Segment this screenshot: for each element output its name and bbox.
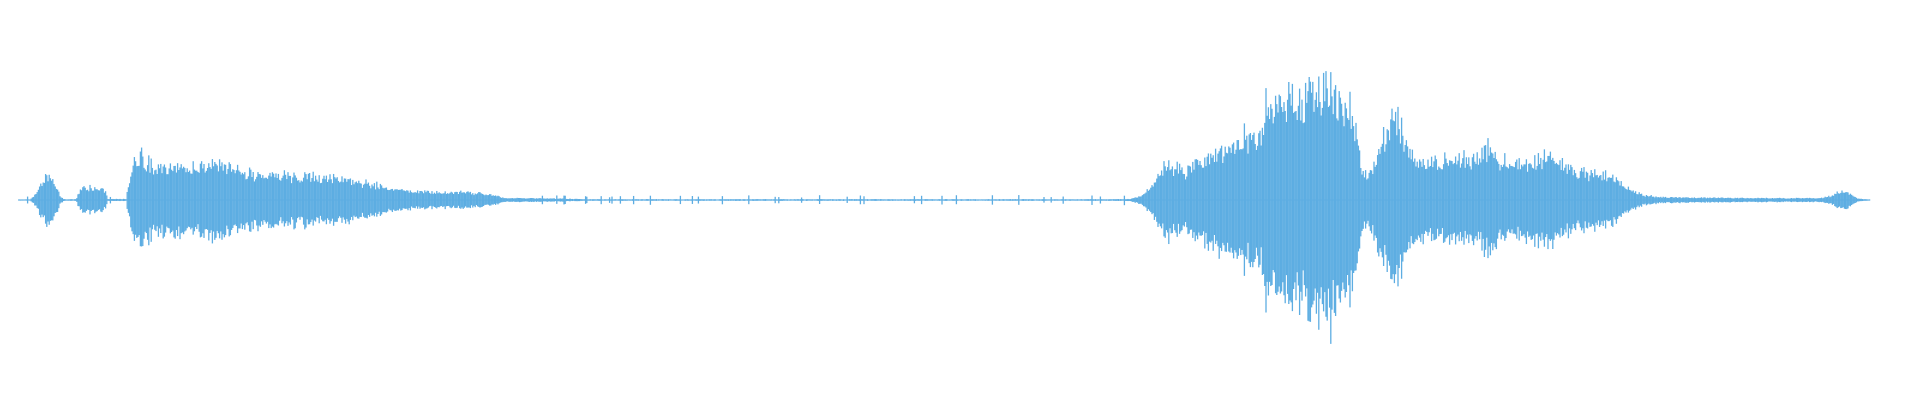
waveform-bars [18,71,1871,344]
